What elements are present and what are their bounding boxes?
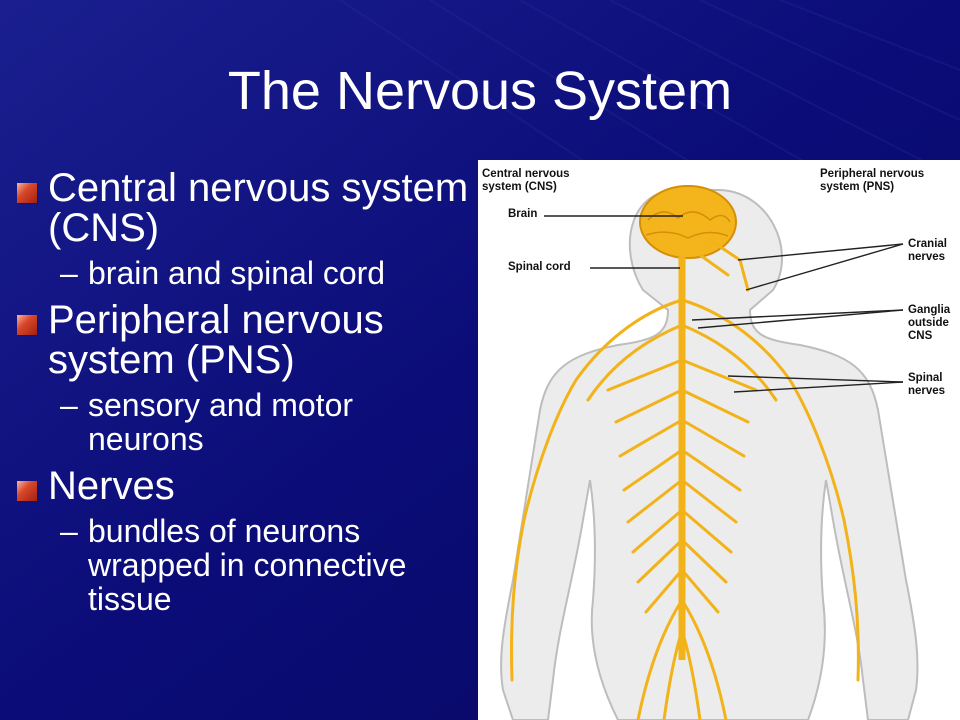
body-outline [500,189,919,720]
bullet-text: Central nervous system (CNS) [48,166,469,250]
bullet-square-icon [17,315,37,335]
label-cranial-nerves: Cranial nerves [908,238,947,263]
bullet-list: Central nervous system (CNS) – brain and… [14,168,476,626]
sub-bullet-pns: – sensory and motor neurons [14,388,476,456]
label-spinal-nerves: Spinal nerves [908,372,946,397]
dash-icon: – [60,387,78,423]
bullet-square-icon [17,481,37,501]
sub-bullet-text: bundles of neurons wrapped in connective… [88,513,407,617]
bullet-text: Nerves [48,464,175,508]
dash-icon: – [60,255,78,291]
nervous-system-diagram: Central nervous system (CNS) Peripheral … [478,160,960,720]
bullet-square-icon [17,183,37,203]
slide-title: The Nervous System [227,61,733,121]
dash-icon: – [60,513,78,549]
sub-bullet-text: brain and spinal cord [88,255,386,291]
bullet-cns: Central nervous system (CNS) [14,168,476,248]
bullet-text: Peripheral nervous system (PNS) [48,298,384,382]
sub-bullet-cns: – brain and spinal cord [14,256,476,290]
human-body-illustration [500,185,919,720]
label-spinal-cord: Spinal cord [508,261,571,273]
sub-bullet-text: sensory and motor neurons [88,387,354,457]
label-ganglia: Ganglia outside CNS [908,304,951,342]
label-brain: Brain [508,208,538,220]
label-cns: Central nervous system (CNS) [482,168,570,193]
sub-bullet-nerves: – bundles of neurons wrapped in connecti… [14,514,476,616]
label-pns: Peripheral nervous system (PNS) [820,168,925,193]
bullet-pns: Peripheral nervous system (PNS) [14,300,476,380]
bullet-nerves: Nerves [14,466,476,506]
